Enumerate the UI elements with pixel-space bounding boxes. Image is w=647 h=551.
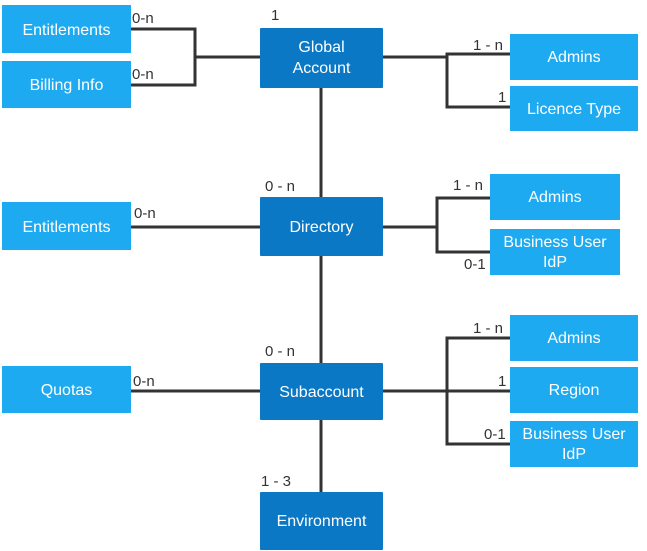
cardinality-admins-directory: 1 - n xyxy=(453,177,483,194)
quotas-box[interactable]: Quotas xyxy=(2,366,131,413)
subaccount-label: Subaccount xyxy=(279,384,364,401)
cardinality-region: 1 xyxy=(498,373,506,390)
connectors xyxy=(129,27,512,494)
entitlements-global-box[interactable]: Entitlements xyxy=(2,5,131,53)
cardinality-global: 1 xyxy=(271,7,279,24)
cardinality-entitlements-directory: 0-n xyxy=(134,205,156,222)
billing-info-label: Billing Info xyxy=(30,77,104,94)
global-account-box[interactable]: Global Account xyxy=(260,28,383,88)
directory-box[interactable]: Directory xyxy=(260,197,383,256)
business-user-idp-subaccount-label-2: IdP xyxy=(562,446,586,463)
connector-directory-right xyxy=(435,196,492,254)
cardinality-environment: 1 - 3 xyxy=(261,473,291,490)
cardinality-licence-type: 1 xyxy=(498,89,506,106)
cardinality-quotas: 0-n xyxy=(133,373,155,390)
business-user-idp-subaccount-label-1: Business User xyxy=(522,426,626,443)
cardinality-business-user-idp-subaccount: 0-1 xyxy=(484,426,506,443)
entitlements-global-label: Entitlements xyxy=(22,22,110,39)
subaccount-box[interactable]: Subaccount xyxy=(260,363,383,420)
admins-subaccount-label: Admins xyxy=(547,330,600,347)
region-label: Region xyxy=(549,382,600,399)
licence-type-label: Licence Type xyxy=(527,101,621,118)
admins-global-label: Admins xyxy=(547,49,600,66)
billing-info-box[interactable]: Billing Info xyxy=(2,61,131,108)
cardinality-directory: 0 - n xyxy=(265,178,295,195)
quotas-label: Quotas xyxy=(41,382,93,399)
cardinality-business-user-idp-directory: 0-1 xyxy=(464,256,486,273)
environment-box[interactable]: Environment xyxy=(260,492,383,550)
entitlements-directory-label: Entitlements xyxy=(22,219,110,236)
business-user-idp-directory-label-2: IdP xyxy=(543,254,567,271)
cardinality-billing-info: 0-n xyxy=(132,66,154,83)
cardinality-labels: 1 0-n 0-n 1 - n 1 0 - n 0-n 1 - n 0-1 0 … xyxy=(132,7,506,490)
entitlements-directory-box[interactable]: Entitlements xyxy=(2,202,131,250)
connector-global-right xyxy=(445,52,512,109)
connector-subaccount-right xyxy=(445,336,512,446)
business-user-idp-directory-box[interactable]: Business User IdP xyxy=(490,229,620,275)
global-account-label-1: Global xyxy=(298,39,344,56)
admins-directory-box[interactable]: Admins xyxy=(490,174,620,220)
licence-type-box[interactable]: Licence Type xyxy=(510,86,638,131)
admins-directory-label: Admins xyxy=(528,189,581,206)
business-user-idp-subaccount-box[interactable]: Business User IdP xyxy=(510,421,638,467)
environment-label: Environment xyxy=(277,513,367,530)
admins-subaccount-box[interactable]: Admins xyxy=(510,315,638,361)
directory-label: Directory xyxy=(289,219,353,236)
business-user-idp-directory-label-1: Business User xyxy=(503,234,607,251)
cardinality-admins-subaccount: 1 - n xyxy=(473,320,503,337)
admins-global-box[interactable]: Admins xyxy=(510,34,638,80)
global-account-label-2: Account xyxy=(293,60,351,77)
cardinality-subaccount: 0 - n xyxy=(265,343,295,360)
region-box[interactable]: Region xyxy=(510,367,638,413)
cardinality-admins-global: 1 - n xyxy=(473,37,503,54)
cardinality-entitlements-global: 0-n xyxy=(132,10,154,27)
